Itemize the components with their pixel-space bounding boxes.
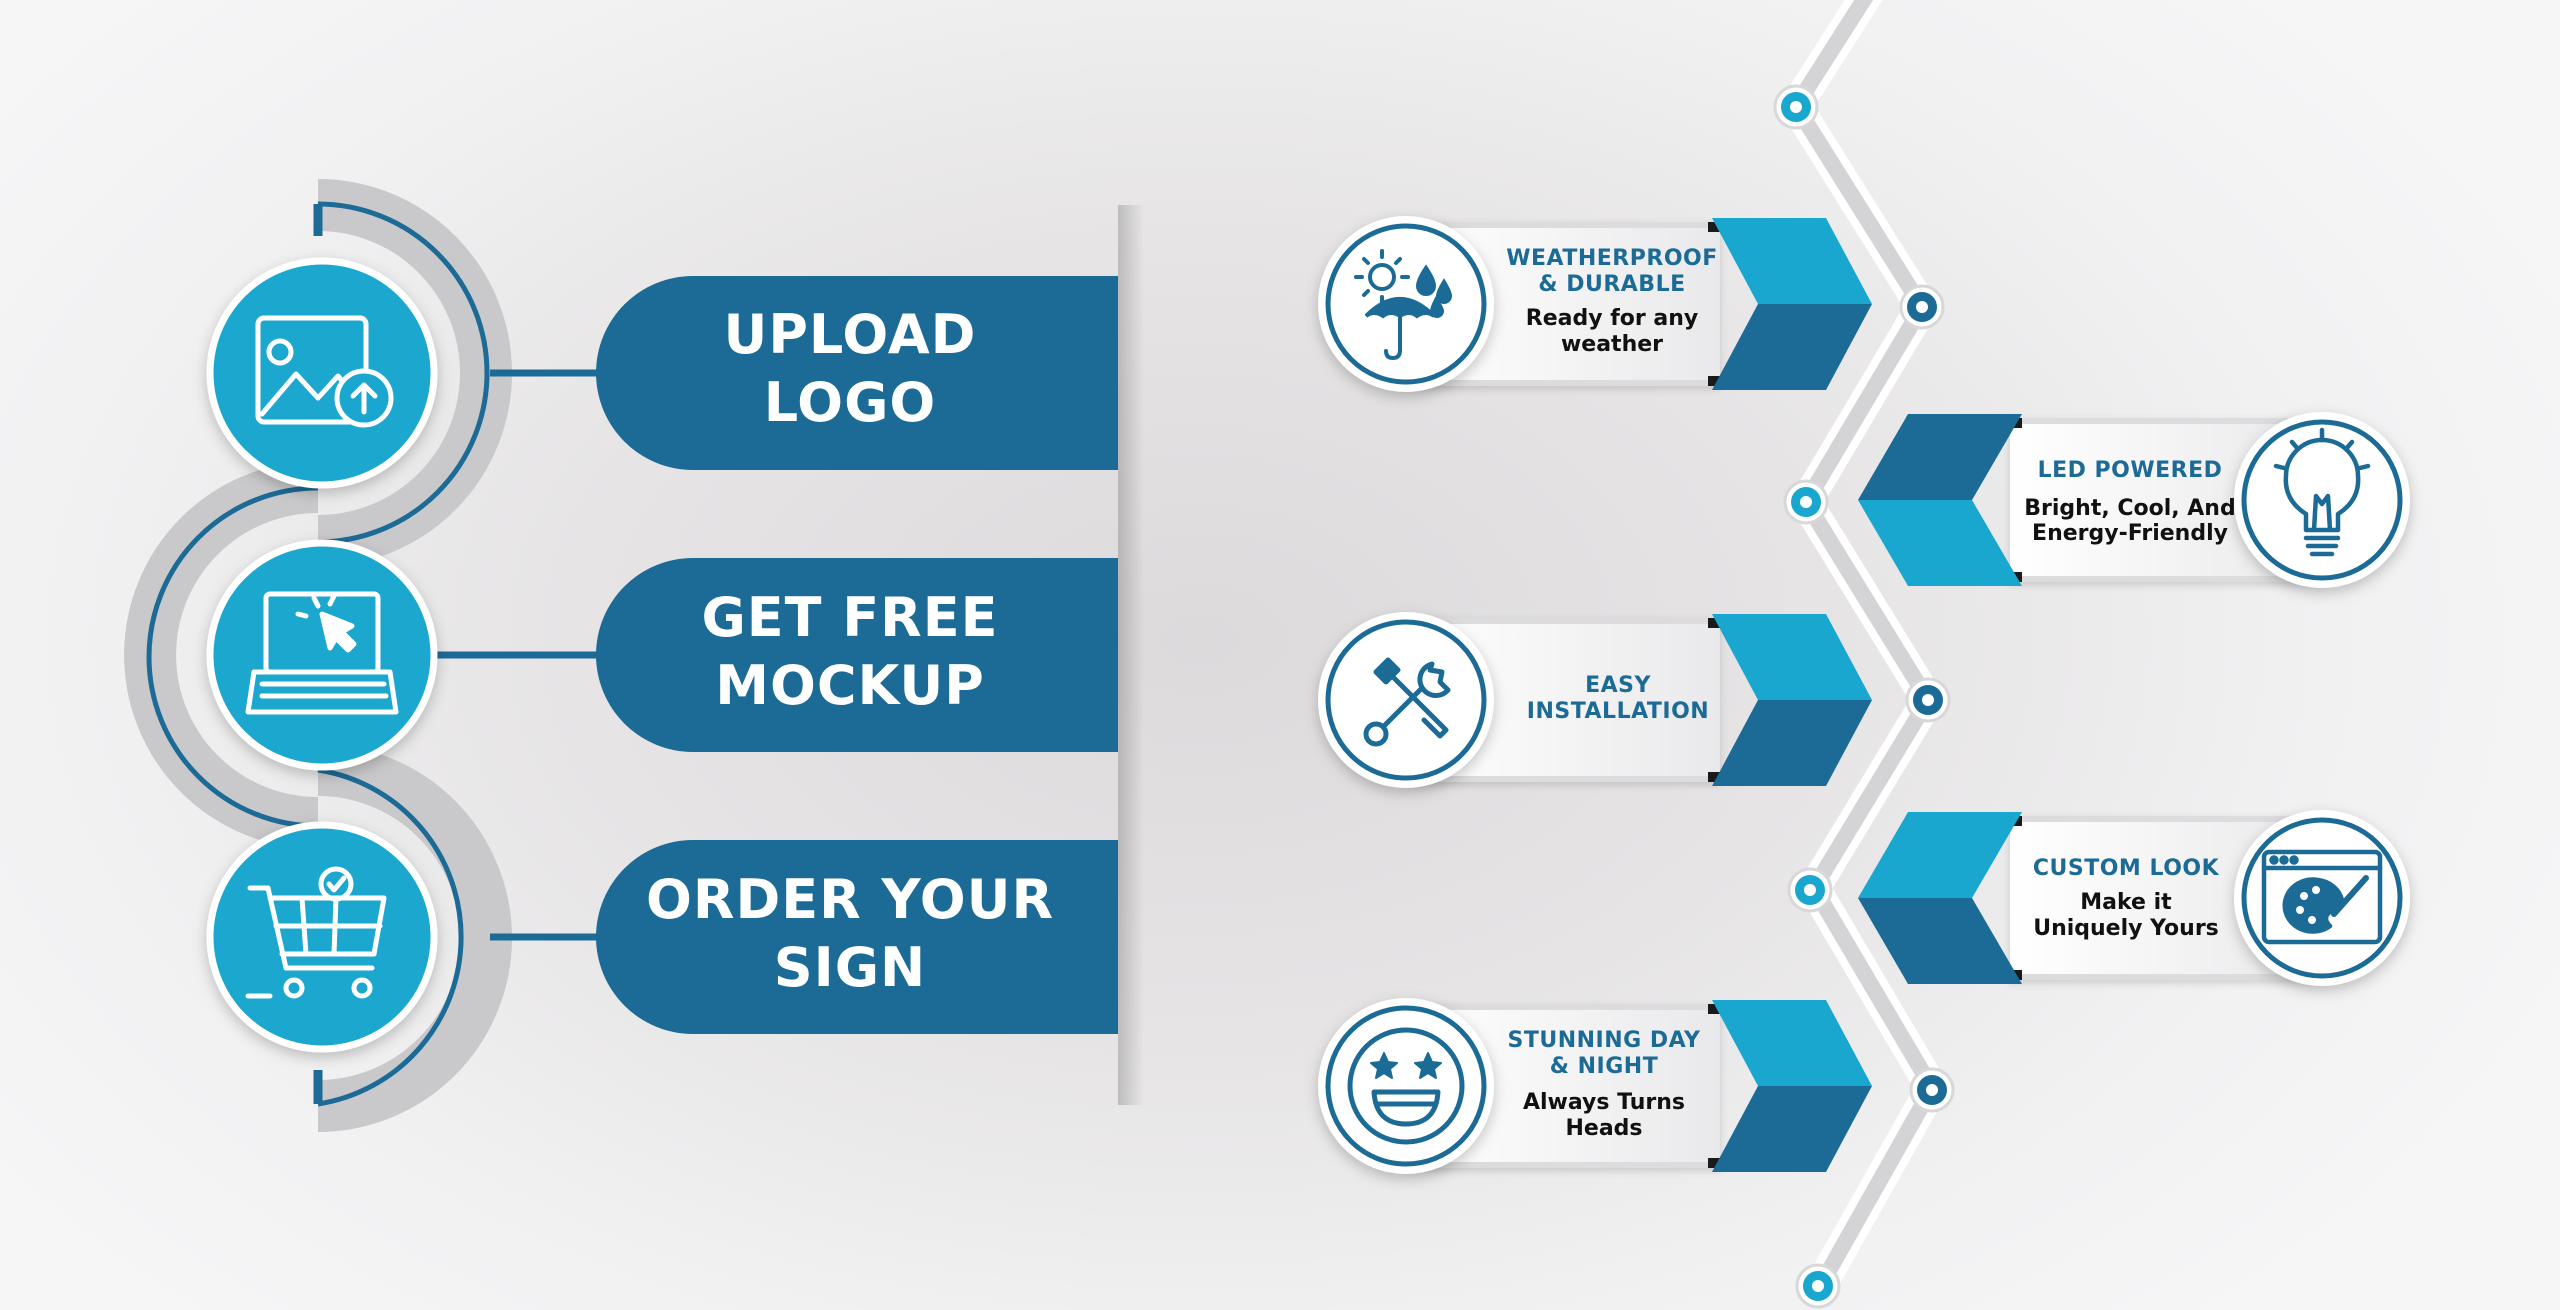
feature-4-title: CUSTOM LOOK	[2032, 856, 2220, 881]
laptop-click-icon	[245, 591, 399, 715]
step-pill-get-free-mockup	[596, 558, 1118, 752]
shopping-cart-check-icon	[245, 866, 387, 999]
feature-4-text: CUSTOM LOOK Make it Uniquely Yours	[2006, 856, 2246, 942]
feature-5-title: STUNNING DAY & NIGHT	[1507, 1028, 1701, 1079]
zigzag-track	[1780, 0, 1948, 1298]
s-curve-track	[124, 179, 600, 1132]
step-circle-3	[206, 821, 438, 1053]
feature-4-subtitle: Make it Uniquely Yours	[2033, 890, 2219, 941]
feature-2-subtitle: Bright, Cool, And Energy-Friendly	[2024, 496, 2236, 546]
light-bulb-icon	[2273, 427, 2371, 557]
track-node	[1905, 677, 1951, 723]
step-label-2: GET FREE MOCKUP	[600, 584, 1100, 720]
step-3-line-2: SIGN	[773, 936, 927, 999]
step-2-line-2: MOCKUP	[715, 654, 985, 717]
chevron-arrow	[1858, 414, 2022, 586]
step-1-line-2: LOGO	[763, 371, 937, 434]
wrench-screwdriver-icon	[1363, 657, 1451, 747]
chevron-arrow	[1858, 812, 2022, 984]
feature-5-text: STUNNING DAY & NIGHT Always Turns Heads	[1486, 1028, 1722, 1142]
step-circle-2	[206, 539, 438, 771]
feature-2-title: LED POWERED	[2037, 458, 2223, 483]
feature-card-easy-installation	[1318, 612, 1872, 788]
chevron-arrow	[1712, 614, 1872, 786]
feature-3-text: EASY INSTALLATION	[1496, 673, 1740, 725]
step-pill-upload-logo	[596, 276, 1118, 470]
feature-card-weatherproof	[1318, 216, 1872, 392]
step-2-line-1: GET FREE	[701, 586, 999, 649]
step-label-3: ORDER YOUR SIGN	[600, 866, 1100, 1002]
track-node	[1773, 84, 1819, 130]
feature-1-subtitle: Ready for any weather	[1525, 306, 1699, 357]
step-pill-order-your-sign	[596, 840, 1118, 1034]
track-node	[1783, 479, 1829, 525]
feature-card-led-powered	[1858, 412, 2410, 588]
step-1-line-1: UPLOAD	[723, 303, 977, 366]
chevron-arrow	[1712, 218, 1872, 390]
step-circle-1	[206, 257, 438, 489]
track-node	[1795, 1263, 1841, 1309]
feature-1-title: WEATHERPROOF & DURABLE	[1506, 246, 1718, 297]
umbrella-weather-icon	[1354, 249, 1453, 361]
smiley-face-icon	[1347, 1027, 1465, 1145]
image-upload-icon	[255, 315, 394, 428]
step-label-1: UPLOAD LOGO	[600, 301, 1100, 437]
track-node	[1899, 284, 1945, 330]
feature-1-text: WEATHERPROOF & DURABLE Ready for any wea…	[1490, 246, 1734, 358]
feature-card-custom-look	[1858, 810, 2410, 986]
feature-2-text: LED POWERED Bright, Cool, And Energy-Fri…	[2010, 458, 2250, 546]
divider-shadow	[1118, 205, 1144, 1105]
feature-5-subtitle: Always Turns Heads	[1522, 1090, 1685, 1141]
browser-palette-icon	[2261, 849, 2383, 945]
feature-card-stunning-day-night	[1318, 998, 1872, 1174]
track-node	[1909, 1067, 1955, 1113]
chevron-arrow	[1712, 1000, 1872, 1172]
feature-3-title: EASY INSTALLATION	[1526, 673, 1710, 724]
track-node	[1787, 867, 1833, 913]
step-3-line-1: ORDER YOUR	[645, 868, 1055, 931]
